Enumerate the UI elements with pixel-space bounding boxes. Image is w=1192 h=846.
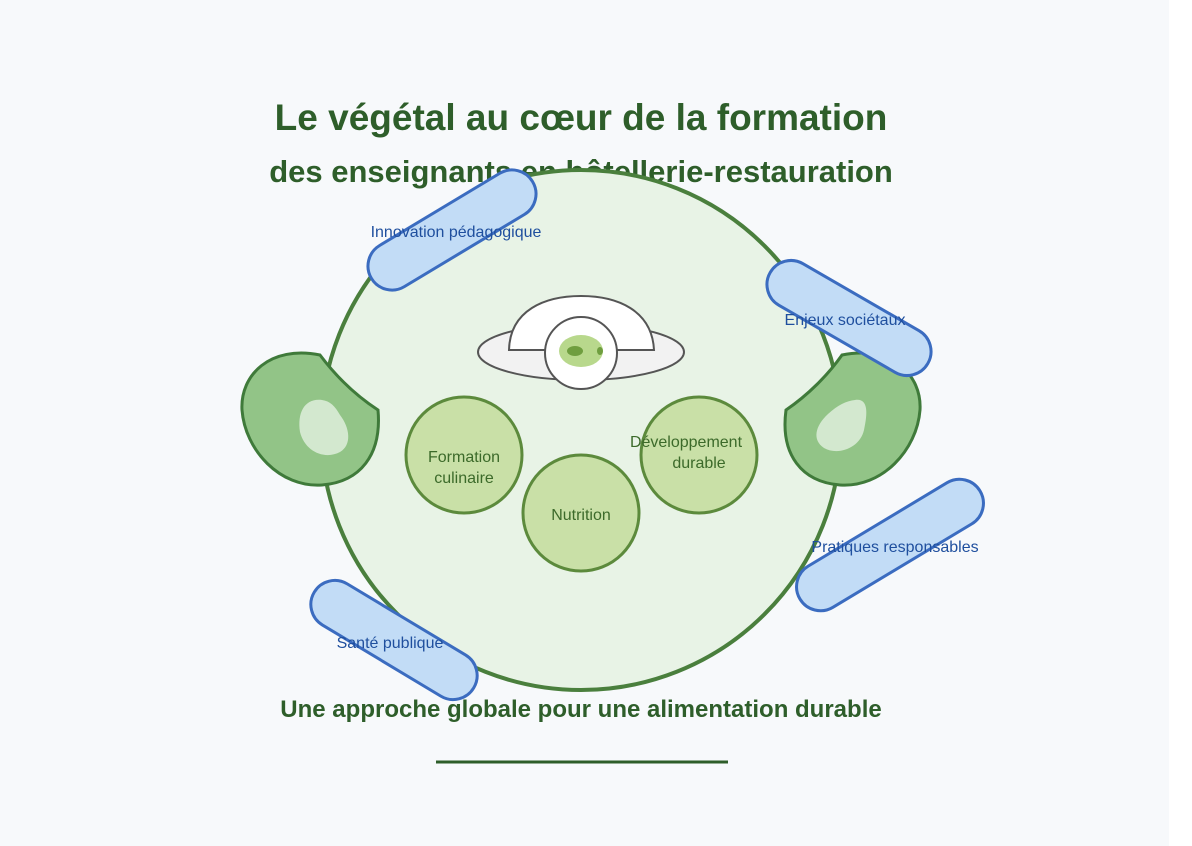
- pill-enjeux-societaux: Enjeux sociétaux: [765, 259, 933, 377]
- node-nutrition: Nutrition: [521, 453, 641, 573]
- node-label: Nutrition: [551, 507, 611, 524]
- pill-label: Innovation pédagogique: [371, 224, 542, 241]
- pill-innovation-pedagogique: Innovation pédagogique: [366, 168, 542, 292]
- pill-pratiques-responsables: Pratiques responsables: [795, 477, 985, 613]
- node-label: Formation: [428, 449, 500, 466]
- node-developpement-durable: Développement durable: [630, 395, 759, 515]
- pill-label: Santé publique: [337, 635, 444, 652]
- pill-sante-publique: Santé publique: [309, 578, 479, 702]
- left-leaf-icon: [240, 351, 380, 487]
- pill-label: Enjeux sociétaux: [785, 312, 906, 329]
- node-formation-culinaire: Formation culinaire: [404, 395, 524, 515]
- pill-label: Pratiques responsables: [811, 539, 978, 556]
- node-label: Développement: [630, 434, 743, 451]
- cloche-dish-icon: [477, 294, 685, 390]
- node-label: culinaire: [434, 470, 494, 487]
- tagline: Une approche globale pour une alimentati…: [280, 696, 881, 723]
- right-leaf-icon: [783, 351, 922, 487]
- node-label: durable: [672, 455, 725, 472]
- page-title: Le végétal au cœur de la formation: [275, 97, 888, 138]
